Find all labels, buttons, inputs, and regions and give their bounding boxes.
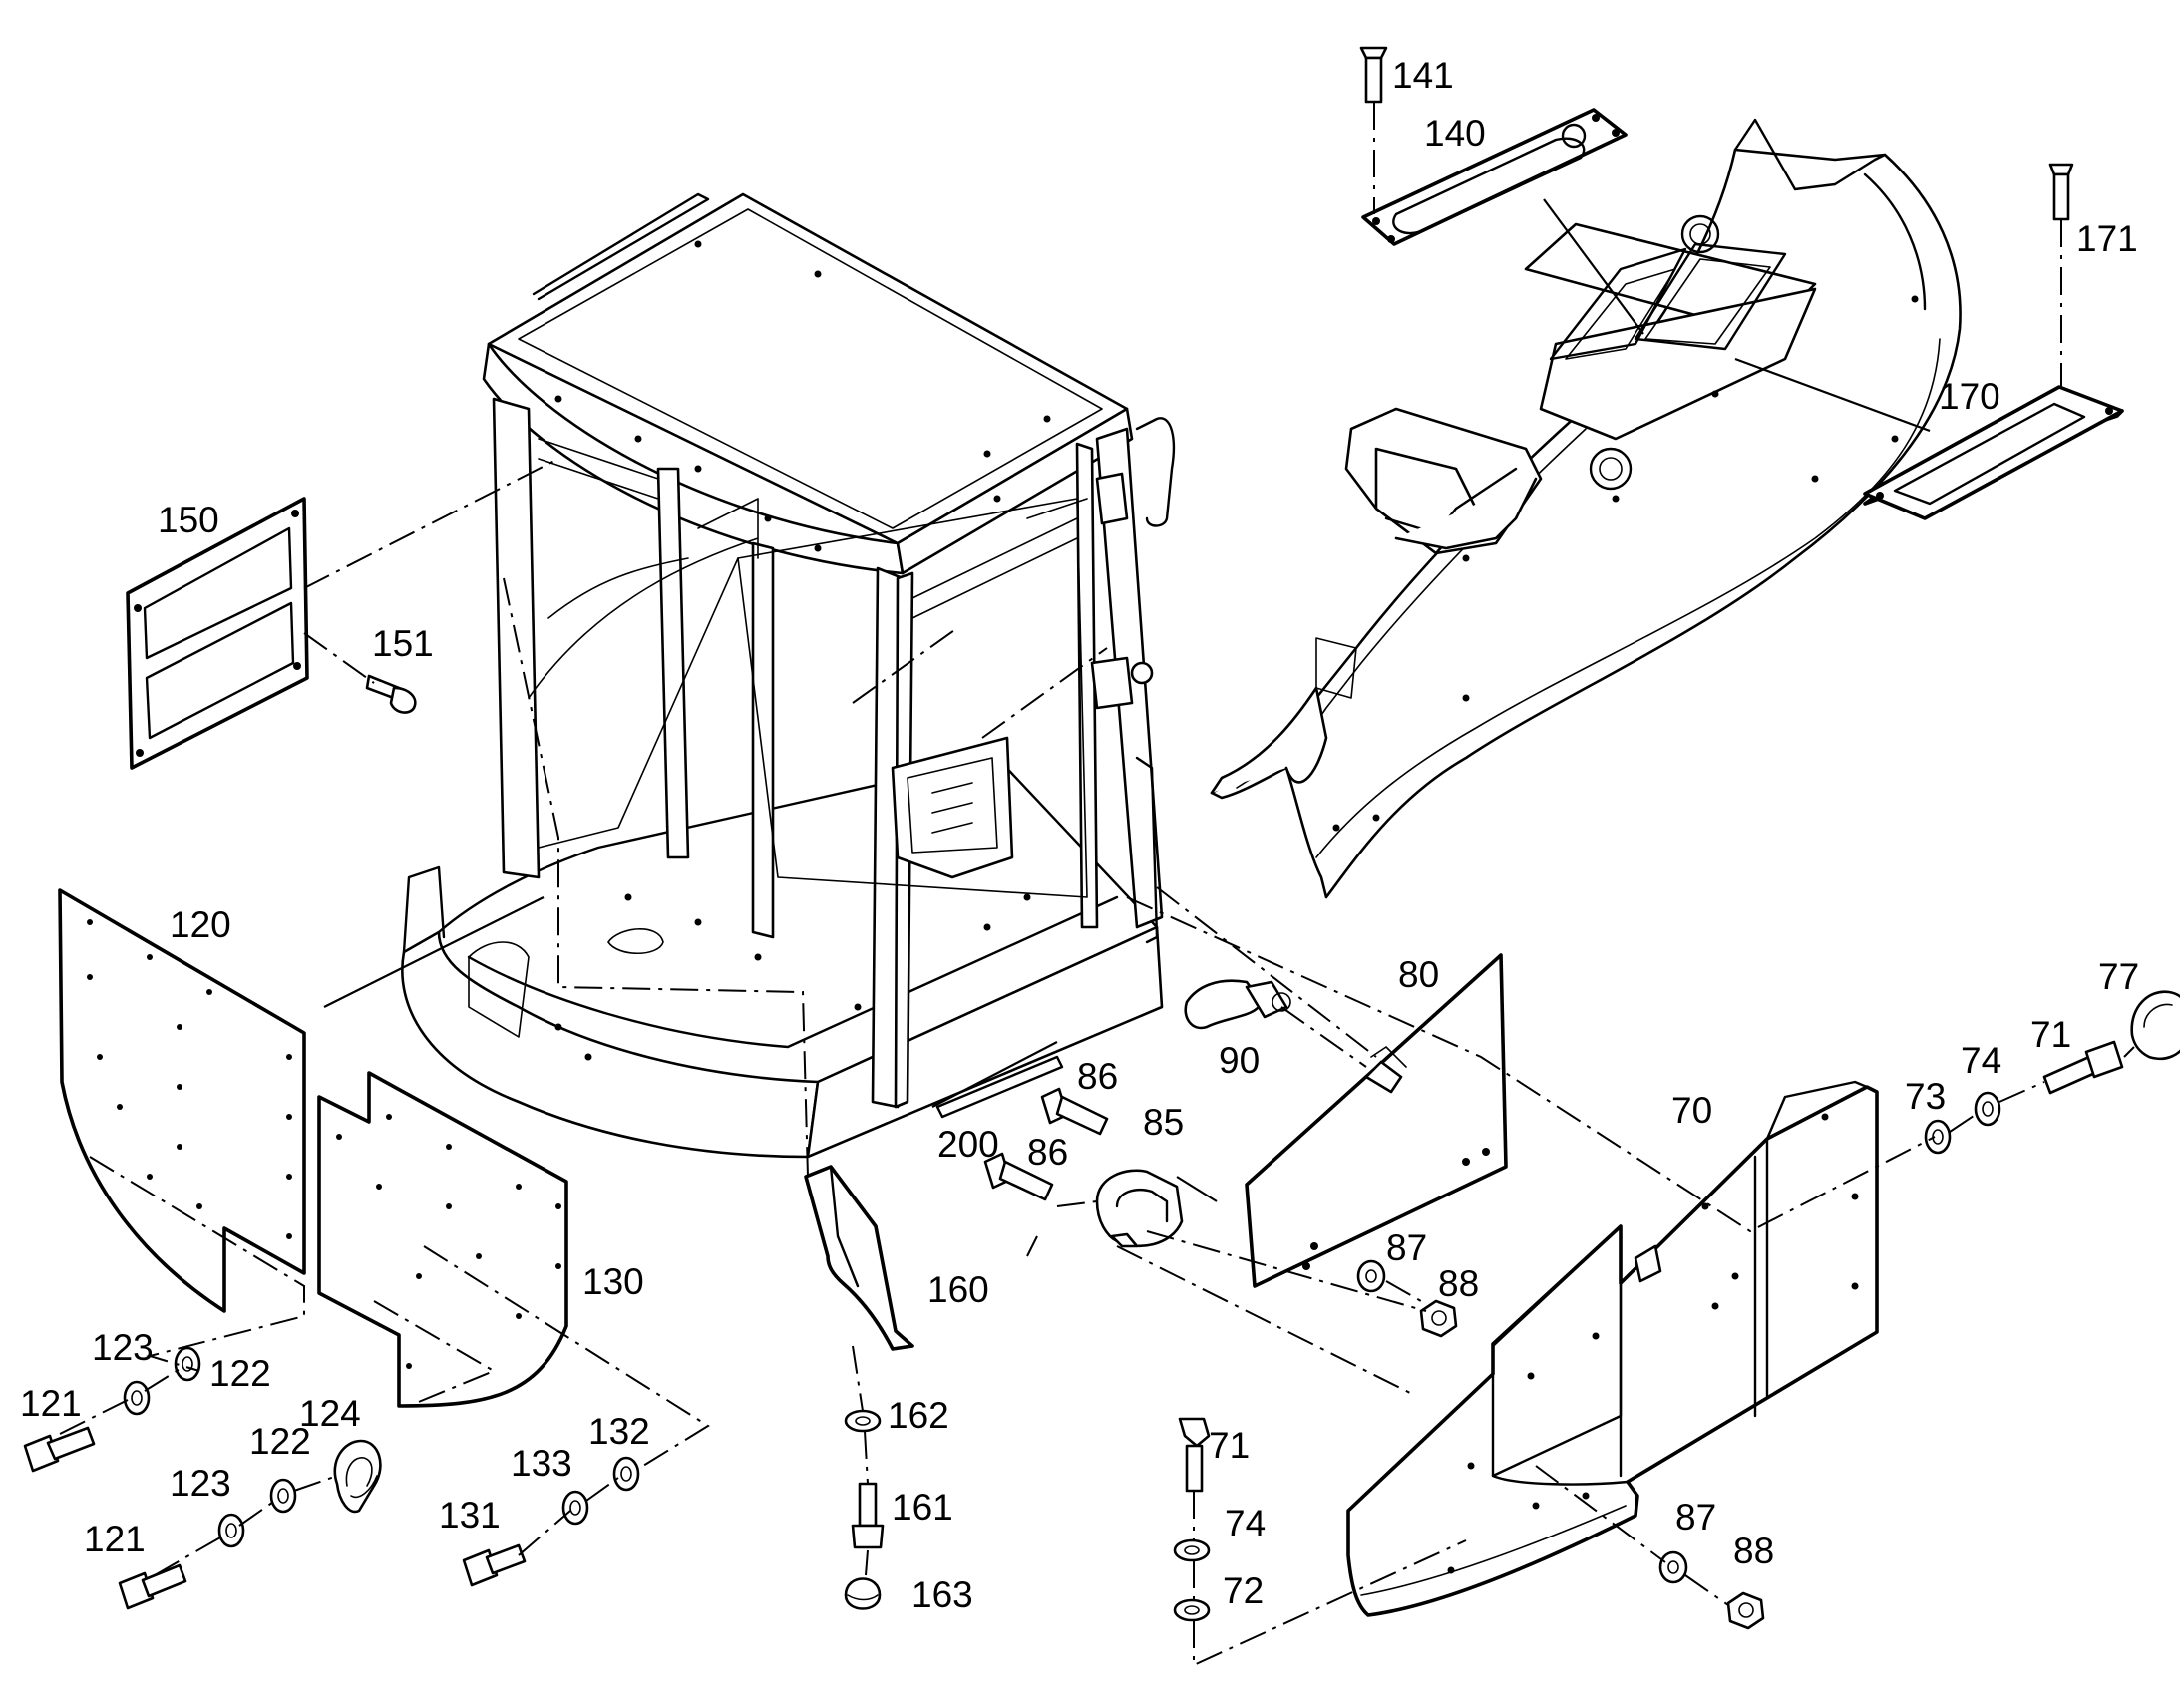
part-171-screw bbox=[2048, 163, 2074, 221]
part-87-washer-upper bbox=[1356, 1259, 1386, 1293]
label-71-upper: 71 bbox=[2030, 1014, 2071, 1055]
part-160-bracket bbox=[804, 1165, 914, 1351]
part-163-cap bbox=[844, 1577, 882, 1610]
part-73-washer bbox=[1924, 1119, 1952, 1155]
assembly-lines bbox=[59, 102, 2135, 1667]
label-162: 162 bbox=[888, 1395, 949, 1436]
part-170-cover-plate bbox=[1863, 385, 2124, 520]
part-150-cover-plate bbox=[126, 497, 309, 770]
label-71-lower: 71 bbox=[1209, 1425, 1250, 1466]
part-131-bolt bbox=[462, 1543, 527, 1587]
label-122-lower: 122 bbox=[249, 1421, 311, 1462]
part-71-bolt-upper bbox=[2042, 1040, 2124, 1095]
part-140-cover-plate bbox=[1361, 108, 1628, 246]
label-72: 72 bbox=[1223, 1570, 1264, 1611]
part-122-washer-lower bbox=[269, 1478, 297, 1514]
label-87-upper: 87 bbox=[1386, 1227, 1427, 1268]
label-150: 150 bbox=[158, 500, 219, 540]
part-74-washer-lower bbox=[1173, 1538, 1211, 1562]
part-121-bolt-lower bbox=[118, 1563, 187, 1610]
label-74-upper: 74 bbox=[1961, 1040, 2001, 1081]
label-86-upper: 86 bbox=[1077, 1056, 1118, 1097]
label-87-lower: 87 bbox=[1675, 1497, 1716, 1537]
part-71-bolt-lower bbox=[1178, 1417, 1211, 1493]
part-86-bolt-upper bbox=[1040, 1087, 1109, 1136]
label-123-lower: 123 bbox=[170, 1463, 231, 1504]
part-88-nut-lower bbox=[1726, 1591, 1765, 1630]
part-labels: 141 140 171 170 150 151 120 130 123 122 … bbox=[20, 55, 2139, 1615]
part-72-washer bbox=[1173, 1598, 1211, 1622]
part-141-screw bbox=[1359, 46, 1388, 104]
label-141: 141 bbox=[1392, 55, 1454, 96]
cab-frame bbox=[401, 192, 1176, 1159]
label-88-lower: 88 bbox=[1733, 1531, 1774, 1571]
label-121-upper: 121 bbox=[20, 1383, 82, 1424]
part-87-washer-lower bbox=[1658, 1550, 1688, 1584]
part-151-screw bbox=[365, 674, 417, 714]
label-124: 124 bbox=[299, 1393, 361, 1434]
part-85-latch bbox=[1095, 1169, 1184, 1248]
part-90-knob bbox=[1184, 979, 1291, 1030]
label-132: 132 bbox=[588, 1411, 650, 1452]
cab-console bbox=[1210, 118, 1962, 899]
label-133: 133 bbox=[511, 1443, 572, 1484]
part-121-bolt-upper bbox=[23, 1426, 96, 1473]
label-131: 131 bbox=[439, 1495, 501, 1536]
label-151: 151 bbox=[372, 623, 434, 664]
part-123-washer-lower bbox=[217, 1513, 245, 1548]
part-77-cap bbox=[2130, 990, 2180, 1061]
label-120: 120 bbox=[170, 904, 231, 945]
label-77: 77 bbox=[2098, 956, 2139, 997]
part-124-clip bbox=[333, 1439, 382, 1514]
label-74-lower: 74 bbox=[1225, 1503, 1266, 1543]
label-161: 161 bbox=[892, 1487, 953, 1528]
part-86-bolt-lower bbox=[983, 1152, 1054, 1201]
part-120-side-panel bbox=[58, 888, 306, 1313]
label-121-lower: 121 bbox=[84, 1519, 146, 1559]
label-88-upper: 88 bbox=[1438, 1263, 1479, 1304]
label-90: 90 bbox=[1219, 1040, 1260, 1081]
part-133-washer bbox=[561, 1490, 589, 1526]
label-163: 163 bbox=[911, 1574, 973, 1615]
label-123-upper: 123 bbox=[92, 1327, 154, 1368]
label-140: 140 bbox=[1424, 113, 1486, 154]
part-88-nut-upper bbox=[1419, 1299, 1458, 1338]
label-171: 171 bbox=[2076, 218, 2138, 259]
label-70: 70 bbox=[1671, 1090, 1712, 1131]
label-160: 160 bbox=[927, 1269, 989, 1310]
label-86-lower: 86 bbox=[1027, 1132, 1068, 1173]
label-122-upper: 122 bbox=[209, 1353, 271, 1394]
part-130-side-panel bbox=[317, 1071, 568, 1408]
label-130: 130 bbox=[582, 1261, 644, 1302]
part-70-side-panel bbox=[1346, 1080, 1879, 1617]
label-80: 80 bbox=[1398, 954, 1439, 995]
label-170: 170 bbox=[1939, 376, 2000, 417]
part-132-washer bbox=[612, 1456, 640, 1492]
part-74-washer-upper bbox=[1974, 1091, 2001, 1127]
label-200: 200 bbox=[937, 1124, 999, 1165]
part-200-strip bbox=[935, 1055, 1064, 1119]
part-161-bolt bbox=[851, 1482, 885, 1549]
label-73: 73 bbox=[1905, 1076, 1946, 1117]
part-123-washer-upper bbox=[123, 1380, 151, 1416]
label-85: 85 bbox=[1143, 1102, 1184, 1143]
part-162-washer bbox=[844, 1409, 882, 1433]
